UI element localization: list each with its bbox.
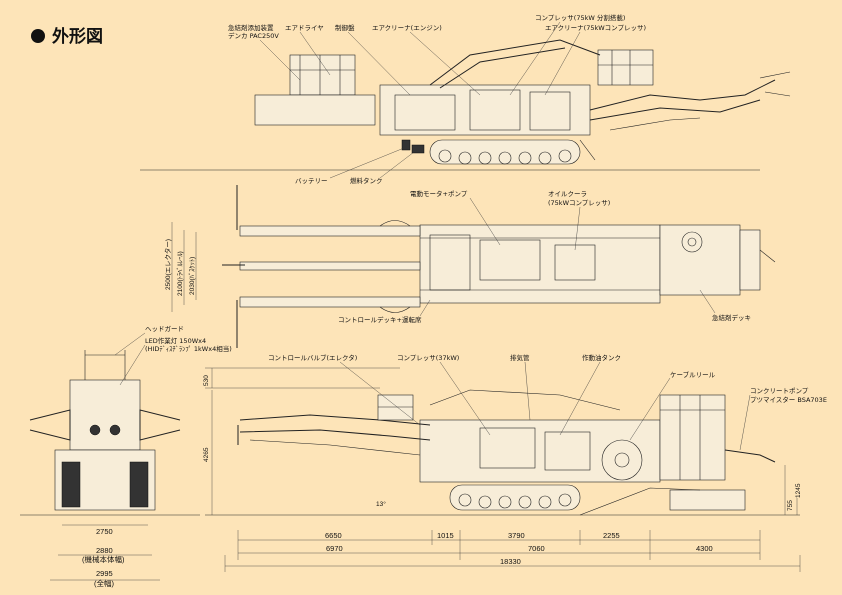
concrete-pump-hopper xyxy=(669,489,746,511)
label-air-cleaner-engine: エアクリーナ(エンジン) xyxy=(372,24,442,32)
label-control-panel: 制御盤 xyxy=(335,23,355,32)
concrete-pump-outlet xyxy=(724,449,776,463)
dim-7060: 7060 xyxy=(528,544,545,553)
label-air-dryer: エアドライヤ xyxy=(285,24,324,32)
dim-angle-13: 13° xyxy=(376,500,386,508)
dim-755: 755 xyxy=(787,500,794,511)
label-battery: バッテリー xyxy=(295,177,328,185)
front-left-track xyxy=(61,461,81,508)
dim-18330: 18330 xyxy=(500,557,521,566)
fuel-tank-box xyxy=(411,144,425,154)
label-compressor: コンプレッサ(75kW 分割搭載) xyxy=(535,13,625,22)
cable-reel xyxy=(601,439,643,481)
label-hid-light: (HIDﾃﾞｨｽﾁﾞﾗﾝﾌﾟ 1kWx4相当) xyxy=(145,344,232,353)
track-wheels xyxy=(438,149,572,165)
dim-2030: 2030(ﾊﾞｽｹｯﾄ) xyxy=(188,257,196,295)
label-head-guard: ヘッドガード xyxy=(145,324,184,333)
label-control-deck: コントロールデッキ+運転席 xyxy=(338,315,422,324)
label-motor-pump: 電動モータ+ポンプ xyxy=(410,189,468,198)
bottom-front-platform xyxy=(377,394,414,421)
label-oil-cooler-note: (75kWコンプレッサ) xyxy=(548,199,610,207)
bottom-tank-box xyxy=(544,431,591,471)
plan-oil-cooler xyxy=(554,244,596,281)
dim-2995: 2995 xyxy=(96,569,113,578)
label-cable-reel: ケーブルリール xyxy=(670,370,716,379)
bottom-boom-upper xyxy=(239,414,431,426)
label-accelerator: 急結剤添加装置 xyxy=(228,23,274,32)
dim-530: 530 xyxy=(203,375,210,386)
note-machine-width: (機械本体幅) xyxy=(82,554,125,564)
control-box xyxy=(394,94,456,131)
dim-2750: 2750 xyxy=(96,527,113,536)
dim-1015: 1015 xyxy=(437,531,454,540)
label-accelerator-deck: 急結剤デッキ xyxy=(712,313,751,322)
label-compressor-37: コンプレッサ(37kW) xyxy=(397,354,459,362)
plan-boom-center xyxy=(239,261,421,271)
label-exhaust-pipe: 排気管 xyxy=(510,353,530,362)
dim-2500: 2500(エレクター) xyxy=(163,239,172,290)
bottom-crawler-track xyxy=(449,484,581,511)
label-concrete-pump-model: プツマイスター BSA703E xyxy=(750,395,827,404)
side-view-top: 急結剤添加装置 デンカ PAC250V エアドライヤ 制御盤 エアクリーナ(エン… xyxy=(140,13,791,185)
erector-boom xyxy=(589,79,776,111)
plan-boom-lower xyxy=(239,296,421,308)
dim-6970: 6970 xyxy=(326,544,343,553)
label-accelerator-model: デンカ PAC250V xyxy=(228,31,279,40)
page-title: 外形図 xyxy=(52,26,103,47)
compressor-box xyxy=(529,91,571,131)
label-concrete-pump: コンクリートポンプ xyxy=(750,387,809,395)
plan-boom-upper xyxy=(239,225,421,237)
bottom-compressor-box xyxy=(479,427,536,469)
label-oil-cooler: オイルクーラ xyxy=(548,190,587,198)
bottom-rear-platform xyxy=(659,394,726,481)
label-led-light: LED作業灯 150Wx4 xyxy=(145,336,206,345)
side-view-bottom: コントロールバルブ(エレクタ) コンプレッサ(37kW) 排気管 作動油タンク … xyxy=(203,353,827,572)
dim-4300: 4300 xyxy=(696,544,713,553)
horizontal-dimensions xyxy=(224,530,801,572)
plan-motor-pump xyxy=(479,239,541,281)
plan-view: 2500(エレクター) 2100(ﾄﾗﾍﾞﾙﾚｰﾙ) 2030(ﾊﾞｽｹｯﾄ) … xyxy=(163,185,776,348)
rear-frame xyxy=(254,94,376,126)
title-bullet-icon xyxy=(31,29,45,43)
plan-dimensions: 2500(エレクター) 2100(ﾄﾗﾍﾞﾙﾚｰﾙ) 2030(ﾊﾞｽｹｯﾄ) xyxy=(163,222,197,312)
dim-4265: 4265 xyxy=(203,447,210,462)
dim-3790: 3790 xyxy=(508,531,525,540)
engine-box xyxy=(469,89,521,131)
plan-accelerator-deck xyxy=(659,224,741,296)
dim-2255: 2255 xyxy=(603,531,620,540)
upper-boom xyxy=(429,39,601,86)
label-hydraulic-tank: 作動油タンク xyxy=(582,353,621,362)
note-total-width: (全幅) xyxy=(94,578,114,588)
dim-1245: 1245 xyxy=(795,483,802,498)
front-upper-body xyxy=(69,379,141,451)
battery-box xyxy=(401,139,411,151)
front-platform xyxy=(597,49,654,86)
label-control-valve: コントロールバルブ(エレクタ) xyxy=(268,353,357,362)
front-right-track xyxy=(129,461,149,508)
cable-reel-plan xyxy=(681,231,703,253)
dim-6650: 6650 xyxy=(325,531,342,540)
label-fuel-tank: 燃料タンク xyxy=(350,176,383,185)
dim-2100: 2100(ﾄﾗﾍﾞﾙﾚｰﾙ) xyxy=(176,251,184,296)
label-air-cleaner-compressor: エアクリーナ(75kWコンプレッサ) xyxy=(545,24,646,32)
front-view: ヘッドガード LED作業灯 150Wx4 (HIDﾃﾞｨｽﾁﾞﾗﾝﾌﾟ 1kWx… xyxy=(20,324,232,588)
bottom-track-wheels xyxy=(458,493,572,509)
dim-2880: 2880 xyxy=(96,546,113,555)
bottom-main-body xyxy=(419,419,661,483)
